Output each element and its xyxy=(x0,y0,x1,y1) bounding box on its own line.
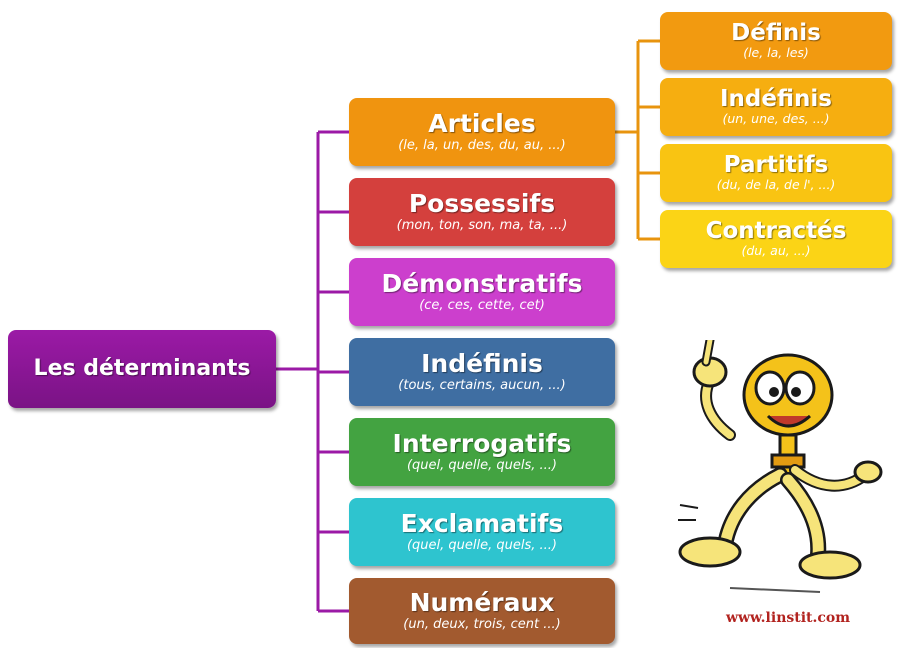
category-examples: (un, deux, trois, cent ...) xyxy=(403,617,561,632)
root-node: Les déterminants xyxy=(8,330,276,408)
article-type-examples: (du, de la, de l', ...) xyxy=(716,177,836,192)
article-type-title: Contractés xyxy=(705,218,847,244)
category-title: Numéraux xyxy=(409,588,555,617)
category-indefinis: Indéfinis (tous, certains, aucun, ...) xyxy=(349,338,615,406)
article-type-examples: (un, une, des, ...) xyxy=(722,111,830,126)
mascot-illustration xyxy=(678,340,883,593)
category-examples: (ce, ces, cette, cet) xyxy=(419,298,545,313)
category-title: Possessifs xyxy=(408,189,556,218)
article-type-title: Indéfinis xyxy=(720,86,832,112)
root-title: Les déterminants xyxy=(33,356,251,381)
article-type-examples: (le, la, les) xyxy=(743,45,809,60)
category-examples: (quel, quelle, quels, ...) xyxy=(406,458,558,473)
category-title: Indéfinis xyxy=(421,349,543,378)
category-articles: Articles (le, la, un, des, du, au, ...) xyxy=(349,98,615,166)
category-possessifs: Possessifs (mon, ton, son, ma, ta, ...) xyxy=(349,178,615,246)
article-type-title: Partitifs xyxy=(723,152,829,178)
article-indefinis: Indéfinis (un, une, des, ...) xyxy=(660,78,892,136)
category-interrogatifs: Interrogatifs (quel, quelle, quels, ...) xyxy=(349,418,615,486)
category-examples: (le, la, un, des, du, au, ...) xyxy=(398,138,566,153)
category-demonstratifs: Démonstratifs (ce, ces, cette, cet) xyxy=(349,258,615,326)
category-title: Interrogatifs xyxy=(392,429,572,458)
article-contractes: Contractés (du, au, ...) xyxy=(660,210,892,268)
website-credit: www.linstit.com xyxy=(725,610,851,626)
article-type-title: Définis xyxy=(731,20,821,46)
article-type-examples: (du, au, ...) xyxy=(741,243,811,258)
category-numeraux: Numéraux (un, deux, trois, cent ...) xyxy=(349,578,615,644)
article-definis: Définis (le, la, les) xyxy=(660,12,892,70)
category-title: Démonstratifs xyxy=(381,269,583,298)
category-examples: (mon, ton, son, ma, ta, ...) xyxy=(396,218,568,233)
root-connectors xyxy=(276,130,349,613)
category-examples: (tous, certains, aucun, ...) xyxy=(398,378,566,393)
category-title: Articles xyxy=(428,109,536,138)
article-partitifs: Partitifs (du, de la, de l', ...) xyxy=(660,144,892,202)
article-connectors xyxy=(615,39,660,241)
category-title: Exclamatifs xyxy=(400,509,564,538)
category-examples: (quel, quelle, quels, ...) xyxy=(406,538,558,553)
category-exclamatifs: Exclamatifs (quel, quelle, quels, ...) xyxy=(349,498,615,566)
